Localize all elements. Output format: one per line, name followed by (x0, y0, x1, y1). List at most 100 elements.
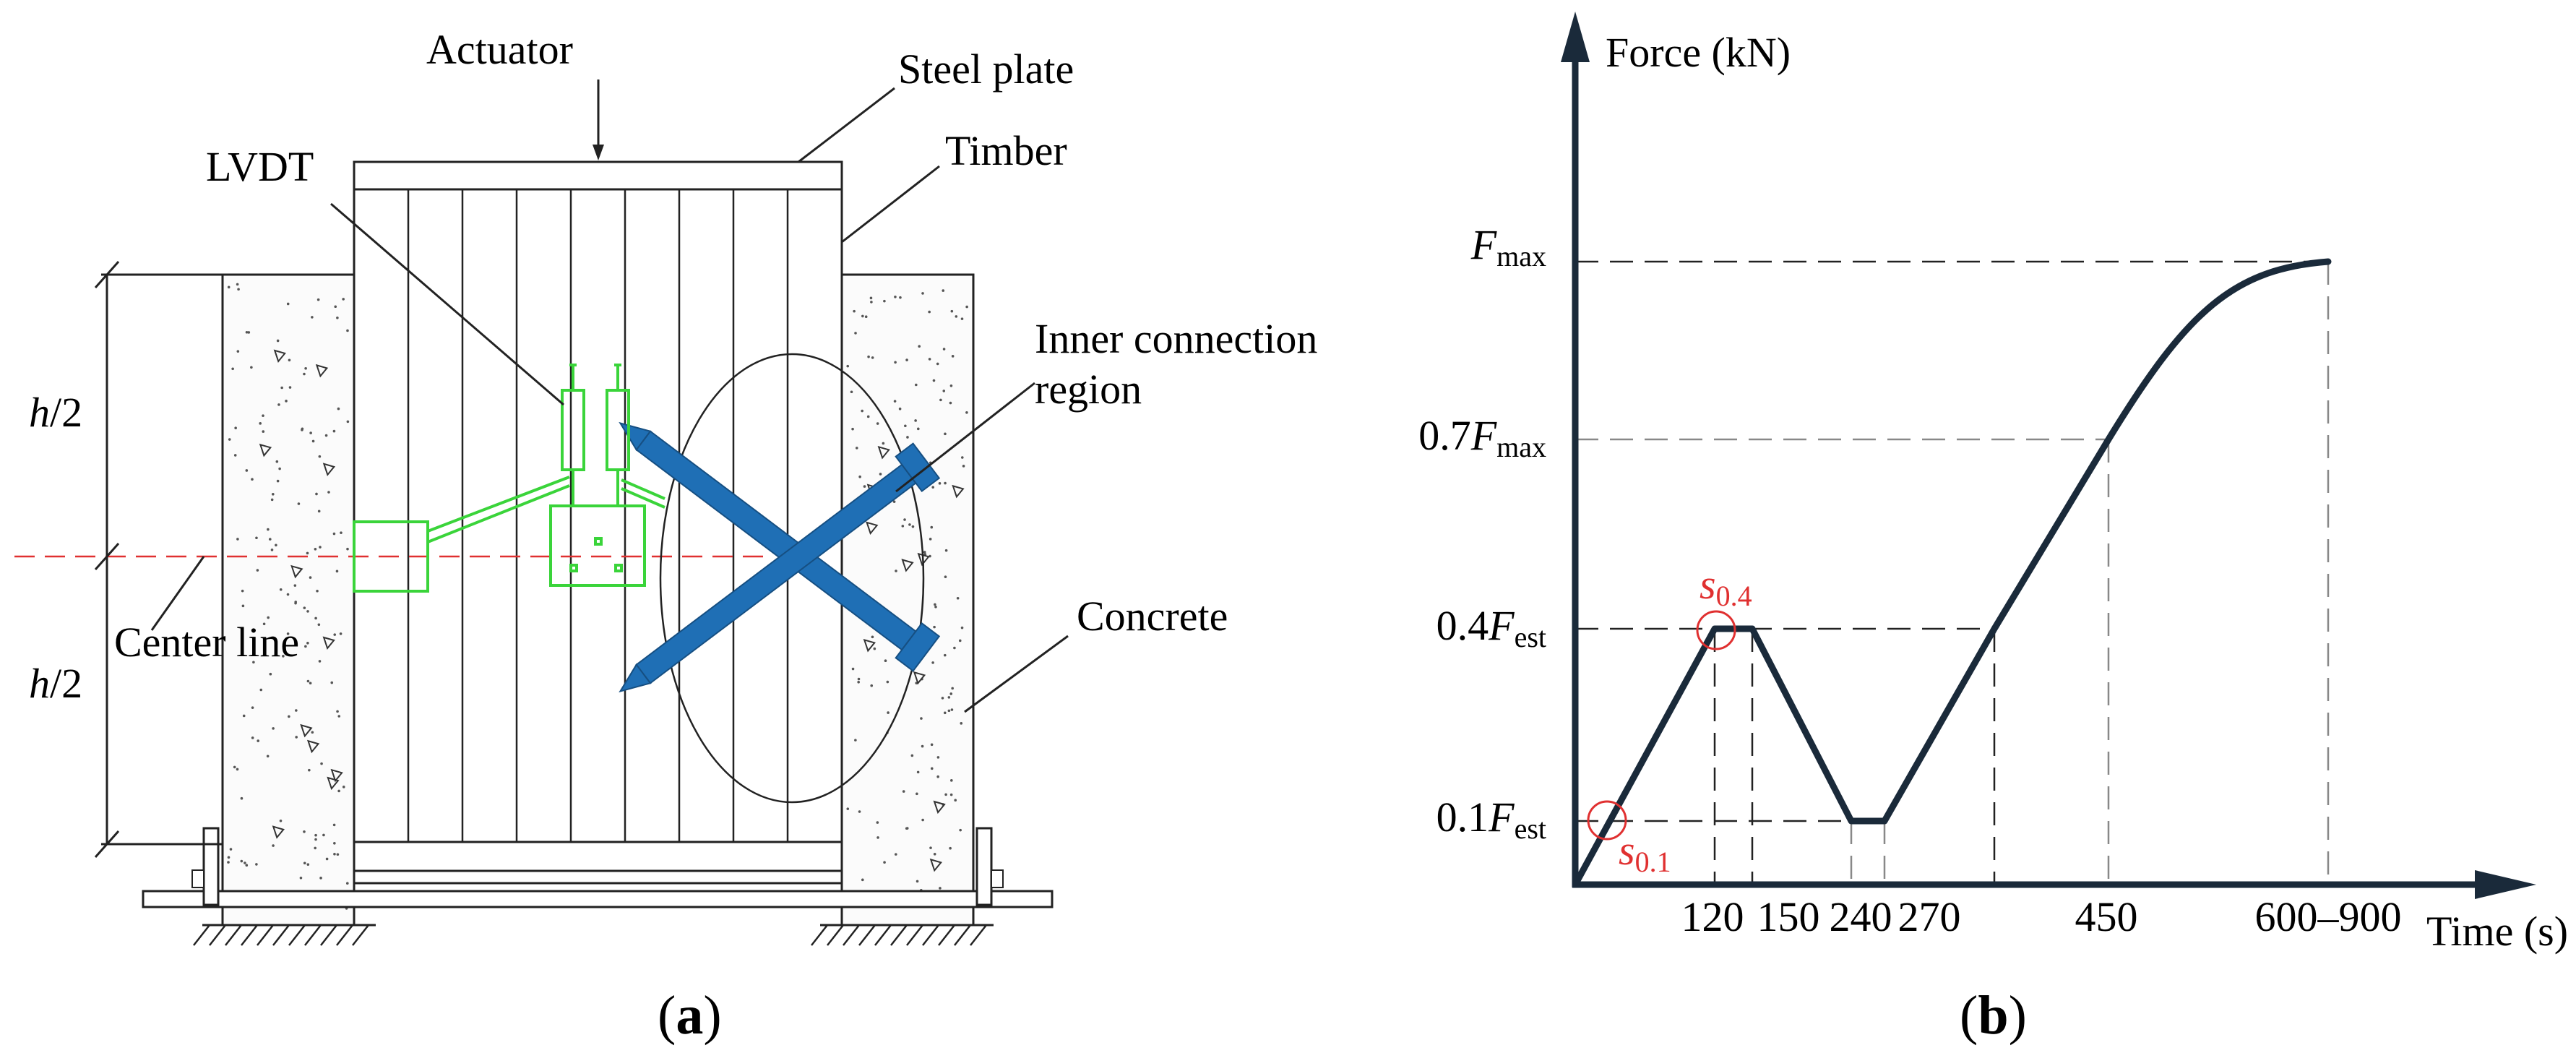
concrete-speckle (928, 310, 931, 314)
concrete-speckle (921, 292, 924, 295)
concrete-speckle (905, 827, 908, 830)
concrete-speckle (857, 677, 861, 681)
actuator-arrowhead (593, 145, 604, 160)
concrete-speckle (227, 285, 231, 289)
concrete-speckle (251, 637, 255, 640)
concrete-speckle (944, 432, 947, 436)
concrete-speckle (921, 744, 924, 748)
concrete-speckle (894, 853, 897, 856)
concrete-speckle (236, 768, 239, 771)
concrete-speckle (337, 407, 340, 411)
concrete-speckle (960, 317, 964, 320)
concrete-speckle (233, 765, 236, 769)
x-tick-240: 240 (1830, 893, 1892, 940)
concrete-speckle (262, 430, 265, 433)
concrete-speckle (916, 770, 920, 774)
concrete-speckle (311, 731, 314, 734)
concrete-speckle (882, 442, 885, 445)
concrete-speckle (955, 315, 958, 318)
dimension-lower-label: h/2 (29, 660, 82, 707)
concrete-speckle (850, 390, 853, 394)
concrete-speckle (960, 722, 963, 725)
concrete-aggregate (877, 445, 890, 460)
concrete-speckle (942, 348, 946, 351)
concrete-speckle (916, 880, 919, 883)
concrete-speckle (288, 386, 292, 389)
concrete-speckle (854, 332, 857, 335)
y-tick-0.4Fest: 0.4Fest (1436, 602, 1546, 653)
y-tick-0.1Fest: 0.1Fest (1436, 794, 1546, 845)
ground-hatch-stroke (938, 924, 955, 946)
concrete-speckle (332, 429, 336, 433)
concrete-speckle (294, 601, 298, 603)
concrete-speckle (911, 525, 915, 528)
x-axis-arrowhead (2475, 870, 2536, 899)
concrete-texture (227, 283, 968, 910)
concrete-speckle (895, 570, 897, 572)
concrete-speckle (906, 436, 909, 439)
concrete-speckle (947, 696, 951, 699)
concrete-speckle (332, 823, 336, 827)
concrete-speckle (304, 645, 307, 648)
concrete-speckle (272, 844, 275, 847)
concrete-speckle (934, 605, 937, 609)
concrete-speckle (267, 528, 270, 531)
concrete-aggregate (952, 484, 965, 499)
concrete-speckle (887, 711, 889, 714)
concrete-speckle (306, 610, 309, 613)
concrete-speckle (241, 604, 245, 608)
concrete-speckle (295, 709, 298, 712)
concrete-speckle (266, 755, 270, 758)
x-tick-120: 120 (1681, 893, 1744, 940)
concrete-aggregate (901, 559, 914, 572)
concrete-speckle (303, 372, 306, 376)
concrete-speckle (950, 309, 954, 313)
dimension-upper-label: h/2 (29, 389, 82, 436)
concrete-speckle (288, 358, 291, 362)
concrete-speckle (276, 479, 280, 483)
concrete-speckle (858, 475, 861, 478)
y-axis-title: Force (kN) (1606, 29, 1791, 76)
concrete-speckle (949, 793, 953, 796)
load-curve (1572, 258, 2332, 888)
panel-a-label: (a) (658, 985, 722, 1046)
concrete-speckle (251, 706, 254, 709)
concrete-speckle (936, 362, 939, 366)
y-axis-arrowhead (1561, 12, 1590, 62)
concrete-speckle (942, 390, 946, 392)
steel-plate (353, 160, 843, 191)
concrete-speckle (949, 846, 952, 850)
concrete-speckle (337, 789, 340, 793)
concrete-speckle (336, 316, 339, 319)
concrete-speckle (271, 492, 275, 496)
concrete-speckle (236, 350, 240, 353)
right-bolt (991, 869, 1004, 888)
concrete-speckle (262, 414, 264, 417)
concrete-speckle (325, 857, 329, 861)
ground-hatch-stroke (193, 924, 210, 946)
ground-hatch-stroke (811, 924, 828, 946)
concrete-speckle (864, 315, 868, 318)
timber-label: Timber (945, 127, 1067, 174)
actuator-label: Actuator (426, 26, 573, 73)
concrete-speckle (953, 646, 956, 650)
concrete-speckle (861, 878, 864, 882)
concrete-speckle (902, 790, 905, 793)
concrete-speckle (285, 400, 288, 403)
concrete-speckle (275, 543, 277, 547)
inner-connection-leader (895, 382, 1035, 493)
ground-hatch-stroke (970, 924, 987, 946)
concrete-speckle (921, 818, 924, 822)
concrete-speckle (333, 633, 337, 636)
concrete-speckle (280, 386, 283, 390)
concrete-speckle (345, 882, 349, 885)
concrete-speckle (229, 848, 233, 851)
concrete-speckle (316, 298, 320, 301)
concrete-speckle (846, 807, 850, 810)
concrete-aggregate (863, 638, 876, 653)
concrete-speckle (910, 754, 914, 757)
concrete-aggregate (933, 800, 946, 815)
concrete-speckle (234, 426, 237, 430)
y-tick-0.7Fmax: 0.7Fmax (1418, 412, 1546, 463)
concrete-speckle (252, 661, 255, 664)
